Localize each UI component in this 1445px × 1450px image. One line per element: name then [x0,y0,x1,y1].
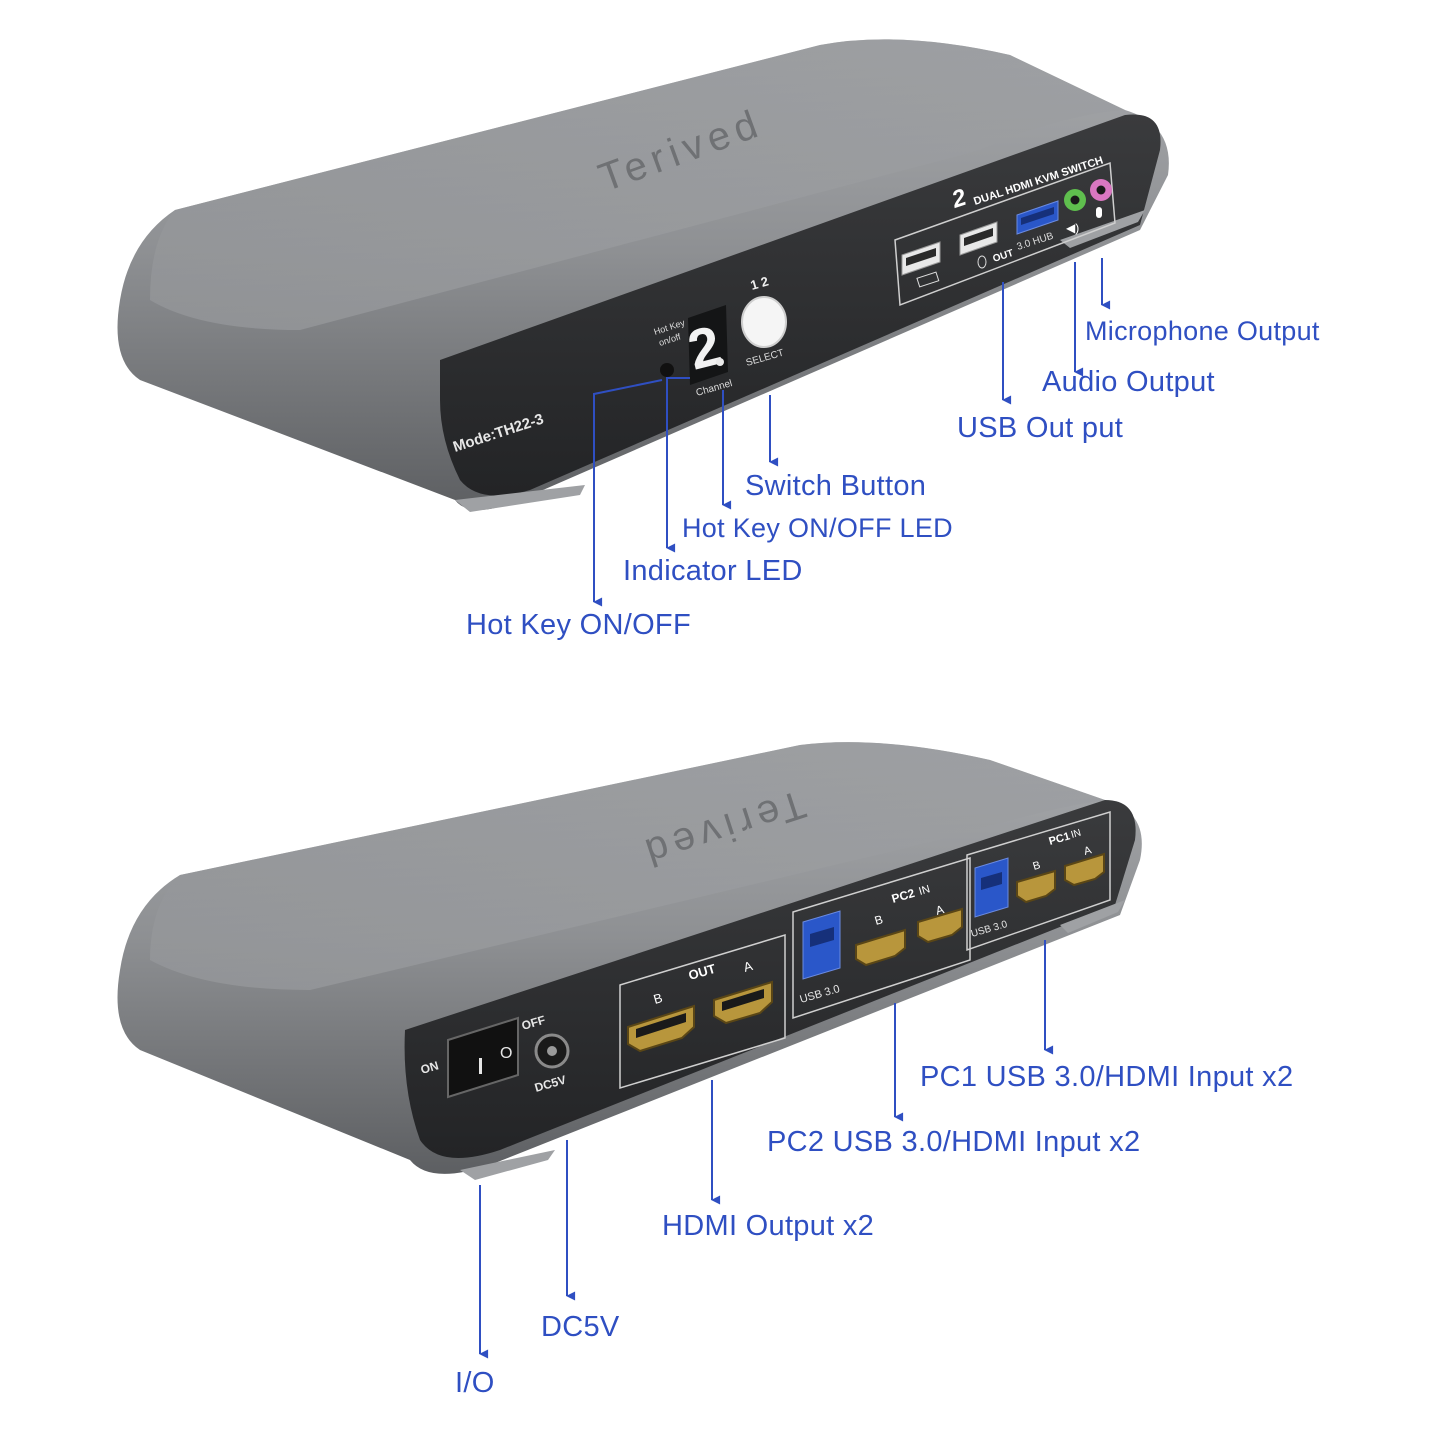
callout-io: I/O [455,1367,495,1399]
callout-hotkey: Hot Key ON/OFF [466,609,691,641]
off-label: OFF [520,1013,547,1033]
callout-dc5v: DC5V [541,1311,620,1343]
callout-switch-button: Switch Button [745,470,927,502]
rear-leader-lines [479,940,1054,1359]
on-label: ON [419,1058,440,1076]
pc1-label: PC1 [1048,830,1072,847]
pc1-usb-port[interactable] [974,857,1009,918]
callout-audio-output: Audio Output [1042,366,1215,398]
hdmi-out-b-label: B [652,990,664,1007]
pc1-hdmi-port-b[interactable] [1016,869,1056,904]
pc2-usb-port[interactable] [802,910,841,980]
microphone-icon [1096,207,1102,218]
select-button[interactable] [741,296,787,348]
pc2-label: PC2 [890,886,917,906]
power-off-mark: O [500,1045,512,1062]
pc2-b-label: B [873,912,885,928]
hotkey-led [716,358,724,366]
pc2-group [792,856,971,1020]
callout-microphone-output: Microphone Output [1085,316,1320,346]
callout-pc2-input: PC2 USB 3.0/HDMI Input x2 [767,1126,1141,1158]
hdmi-out-group [619,933,786,1090]
power-on-mark [479,1058,482,1074]
pc1-b-label: B [1032,859,1042,873]
hotkey-button[interactable] [660,363,674,377]
front-unit: Terived Mode:TH22-3 Hot Key on/off 2 Cha… [117,39,1169,512]
pc2-a-label: A [934,902,946,918]
power-switch[interactable] [447,1016,519,1099]
callout-indicator-led: Indicator LED [623,555,803,587]
speaker-icon: ◀) [1066,221,1079,235]
pc1-a-label: A [1083,844,1094,858]
front-port-panel [894,161,1116,307]
pc2-in-label: IN [918,883,932,898]
channel-numbers: 1 2 [749,273,771,292]
hdmi-out-label: OUT [687,961,718,983]
callout-usb-output: USB Out put [957,412,1124,444]
callout-hdmi-output: HDMI Output x2 [662,1210,875,1242]
front-leader-lines [593,258,1111,607]
callout-hotkey-led: Hot Key ON/OFF LED [682,513,953,543]
pc1-hdmi-port-a[interactable] [1064,852,1105,887]
pc2-hdmi-port-b[interactable] [855,928,906,967]
callout-pc1-input: PC1 USB 3.0/HDMI Input x2 [920,1061,1294,1093]
pc2-hdmi-port-a[interactable] [917,907,963,944]
pc1-in-label: IN [1070,828,1083,841]
rear-panel [404,800,1136,1158]
rear-unit: Terived O ON OFF DC5V OUT A B USB 3.0 PC… [117,742,1142,1180]
keyboard-icon [916,271,940,288]
mouse-icon [977,255,987,269]
pc1-group [966,810,1111,952]
